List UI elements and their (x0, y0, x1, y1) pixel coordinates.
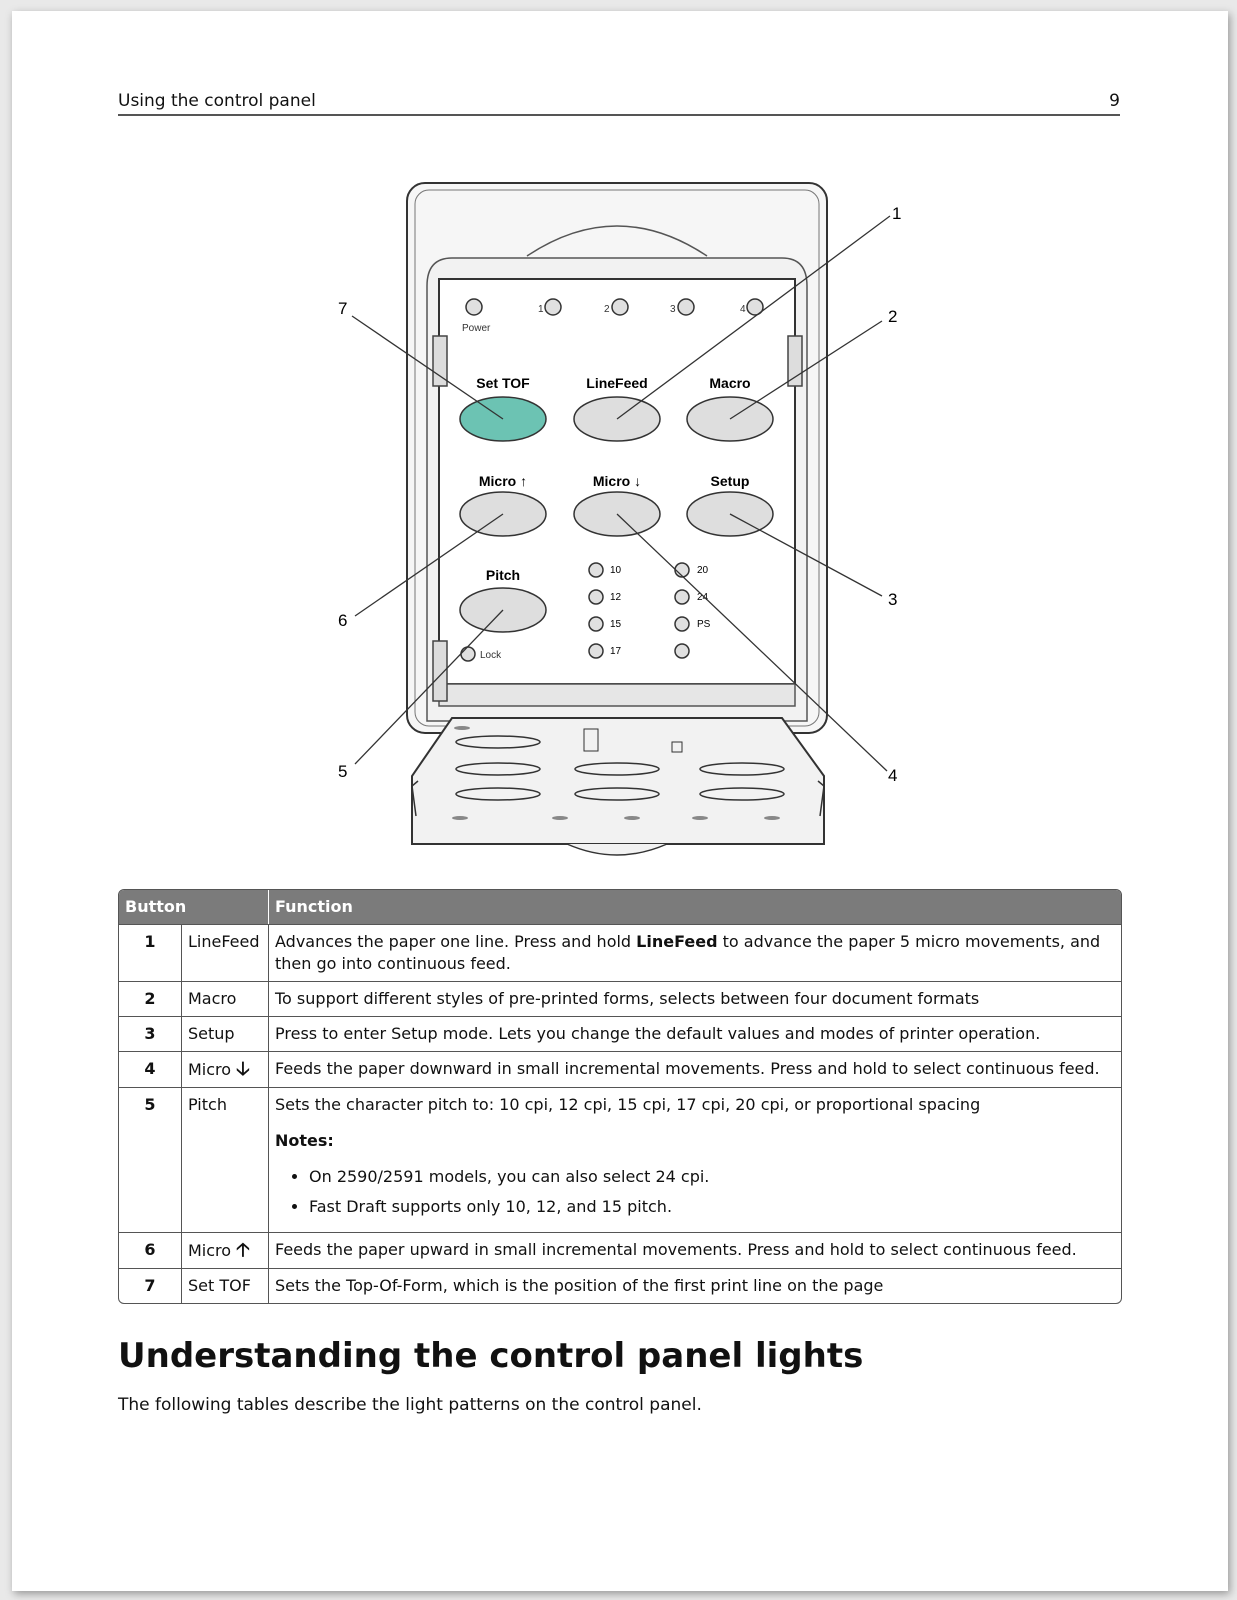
header-title: Using the control panel (118, 91, 316, 111)
set-tof-label: Set TOF (476, 375, 530, 391)
row-number: 3 (119, 1017, 182, 1051)
light-1 (544, 298, 562, 316)
row-number: 2 (119, 982, 182, 1016)
section-intro: The following tables describe the light … (118, 1395, 702, 1415)
light-power-label: Power (462, 323, 491, 334)
light-4-label: 4 (740, 304, 746, 315)
control-panel-figure: Power 1 2 3 4 Set TOF LineFeed Macro Mic… (312, 176, 932, 876)
macro-label: Macro (709, 375, 750, 391)
row-function: Feeds the paper upward in small incremen… (275, 1240, 1077, 1259)
row-number: 4 (119, 1052, 182, 1087)
page-number: 9 (1109, 91, 1120, 111)
row-button: Set TOF (182, 1269, 269, 1303)
table-row: 2 Macro To support different styles of p… (119, 981, 1121, 1016)
running-header: Using the control panel 9 (118, 90, 1120, 116)
row-button-label: Micro (188, 1241, 232, 1260)
light-3 (677, 298, 695, 316)
light-3-label: 3 (670, 304, 676, 315)
row-function: Press to enter Setup mode. Lets you chan… (275, 1024, 1041, 1043)
overlay-flap (411, 717, 825, 845)
table-row: 5 Pitch Sets the character pitch to: 10 … (119, 1087, 1121, 1232)
lock-label: Lock (480, 650, 502, 661)
note-item: Fast Draft supports only 10, 12, and 15 … (309, 1196, 1115, 1218)
table-row: 4 Micro 🡣 Feeds the paper downward in sm… (119, 1051, 1121, 1087)
pitch-light-ps-label: PS (697, 619, 711, 630)
row-function: Sets the Top-Of-Form, which is the posit… (275, 1276, 884, 1295)
table-row: 7 Set TOF Sets the Top-Of-Form, which is… (119, 1268, 1121, 1303)
setup-label: Setup (711, 473, 750, 489)
pitch-light-20 (674, 562, 690, 578)
micro-up-label: Micro ↑ (479, 473, 527, 489)
row-button: Macro (182, 982, 269, 1016)
notes-list: On 2590/2591 models, you can also select… (275, 1166, 1115, 1218)
header-function: Function (275, 897, 353, 916)
light-2 (611, 298, 629, 316)
light-4 (746, 298, 764, 316)
callout-6: 6 (338, 611, 347, 630)
row-function-text: Advances the paper one line. Press and h… (275, 932, 637, 951)
micro-down-label: Micro ↓ (593, 473, 641, 489)
row-number: 5 (119, 1088, 182, 1232)
section-heading: Understanding the control panel lights (118, 1336, 864, 1376)
light-2-label: 2 (604, 304, 610, 315)
notes-label: Notes: (275, 1131, 334, 1150)
pitch-light-12 (588, 589, 604, 605)
callout-3: 3 (888, 590, 897, 609)
pitch-light-blank (674, 643, 690, 659)
row-button-label: Micro (188, 1060, 232, 1079)
arrow-up-icon: 🡡 (236, 1239, 250, 1261)
row-function-text: Sets the character pitch to: 10 cpi, 12 … (275, 1095, 981, 1114)
callout-5: 5 (338, 762, 347, 781)
document-page: Using the control panel 9 Power 1 2 3 (12, 11, 1228, 1591)
note-item: On 2590/2591 models, you can also select… (309, 1166, 1115, 1188)
header-button: Button (119, 890, 269, 924)
callout-4: 4 (888, 766, 897, 785)
pitch-light-15-label: 15 (610, 619, 622, 630)
row-button: Setup (182, 1017, 269, 1051)
pitch-light-10 (588, 562, 604, 578)
row-function: To support different styles of pre-print… (275, 989, 980, 1008)
row-number: 7 (119, 1269, 182, 1303)
pitch-light-10-label: 10 (610, 565, 622, 576)
row-number: 6 (119, 1233, 182, 1268)
row-button: Pitch (182, 1088, 269, 1232)
callout-2: 2 (888, 307, 897, 326)
row-function-bold: LineFeed (636, 932, 718, 951)
pitch-light-24-label: 24 (697, 592, 709, 603)
linefeed-label: LineFeed (586, 375, 647, 391)
control-panel-illustration: Power 1 2 3 4 Set TOF LineFeed Macro Mic… (338, 182, 901, 856)
row-function: Sets the character pitch to: 10 cpi, 12 … (269, 1088, 1121, 1232)
light-1-label: 1 (538, 304, 544, 315)
row-button: LineFeed (182, 925, 269, 981)
pitch-light-15 (588, 616, 604, 632)
arrow-down-icon: 🡣 (236, 1058, 250, 1080)
pitch-light-17 (588, 643, 604, 659)
light-power (465, 298, 483, 316)
pitch-light-20-label: 20 (697, 565, 709, 576)
table-row: 6 Micro 🡡 Feeds the paper upward in smal… (119, 1232, 1121, 1268)
row-function: Feeds the paper downward in small increm… (275, 1059, 1100, 1078)
table-header: Button Function (119, 890, 1121, 924)
row-button: Micro 🡡 (182, 1233, 269, 1268)
pitch-light-12-label: 12 (610, 592, 622, 603)
row-function: Advances the paper one line. Press and h… (269, 925, 1121, 981)
table-row: 1 LineFeed Advances the paper one line. … (119, 924, 1121, 981)
table-row: 3 Setup Press to enter Setup mode. Lets … (119, 1016, 1121, 1051)
button-function-table: Button Function 1 LineFeed Advances the … (118, 889, 1122, 1304)
callout-7: 7 (338, 299, 347, 318)
lock-light (460, 646, 476, 662)
row-number: 1 (119, 925, 182, 981)
pitch-light-17-label: 17 (610, 646, 622, 657)
pitch-light-24 (674, 589, 690, 605)
callout-1: 1 (892, 204, 901, 223)
pitch-label: Pitch (486, 567, 520, 583)
row-button: Micro 🡣 (182, 1052, 269, 1087)
row-function-text-end: to advance the paper 5 micro movements, … (275, 932, 1101, 973)
pitch-light-ps (674, 616, 690, 632)
